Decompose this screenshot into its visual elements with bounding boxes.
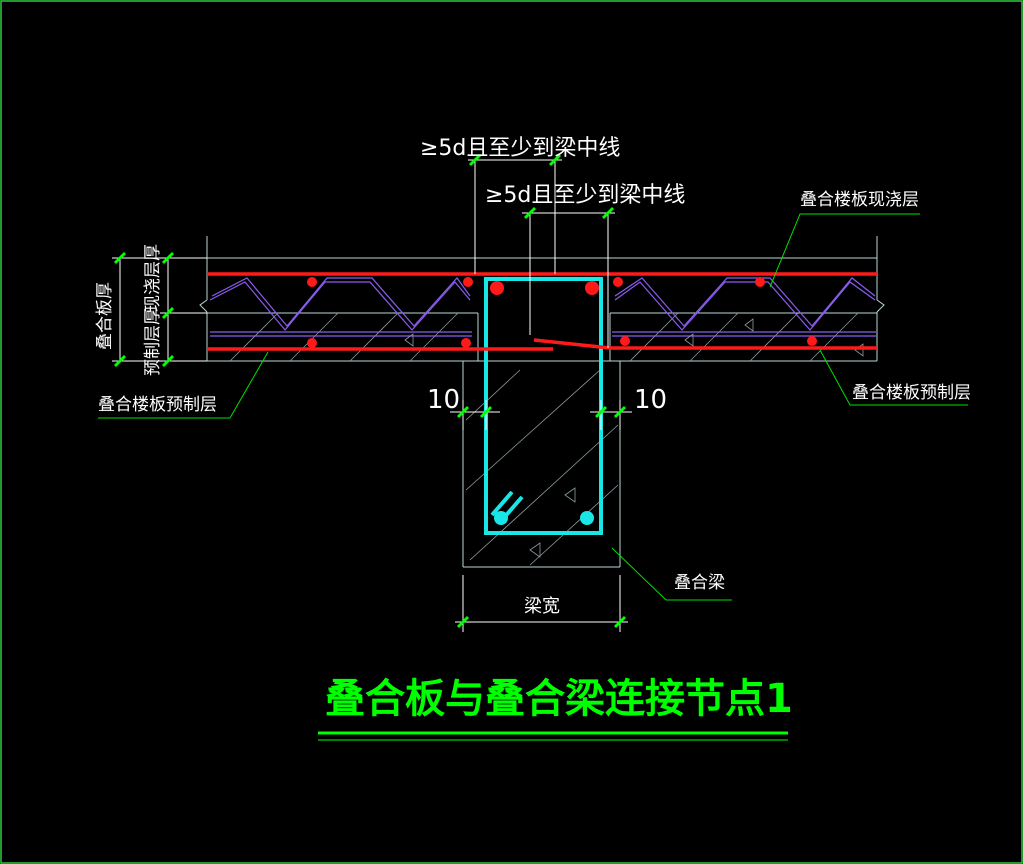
drawing-title: 叠合板与叠合梁连接节点1 <box>325 676 793 722</box>
cast-thickness-label: 现浇层厚 <box>143 244 163 312</box>
aggregate-marks <box>404 318 864 558</box>
beam-outline <box>462 361 621 568</box>
cover-right-label: 10 <box>634 385 667 415</box>
precast-layer-right-label: 叠合楼板预制层 <box>852 383 971 403</box>
beam-stirrup <box>484 277 603 535</box>
slab-thickness-label: 叠合板厚 <box>95 282 115 350</box>
beam-width-label: 梁宽 <box>524 596 560 617</box>
lattice-truss-left <box>209 277 472 337</box>
anchor-label-mid: ≥5d且至少到梁中线 <box>485 183 685 208</box>
precast-hatch-right <box>629 312 859 362</box>
leader-lines <box>98 213 968 601</box>
slab-outline <box>199 236 885 362</box>
lattice-truss-right <box>612 277 876 337</box>
beam-bottom-bars <box>494 511 594 525</box>
slab-rebar <box>207 272 877 351</box>
cover-left-label: 10 <box>427 385 460 415</box>
precast-hatch-left <box>229 312 459 362</box>
slab-rebar-dots <box>307 277 817 348</box>
dimension-ticks <box>113 153 627 629</box>
anchor-label-top: ≥5d且至少到梁中线 <box>420 136 620 161</box>
beam-hatch <box>465 369 619 566</box>
precast-layer-left-label: 叠合楼板预制层 <box>98 395 217 415</box>
precast-thickness-label: 预制层厚 <box>143 308 163 376</box>
cast-layer-label: 叠合楼板现浇层 <box>800 190 919 210</box>
beam-name-label: 叠合梁 <box>674 573 725 593</box>
